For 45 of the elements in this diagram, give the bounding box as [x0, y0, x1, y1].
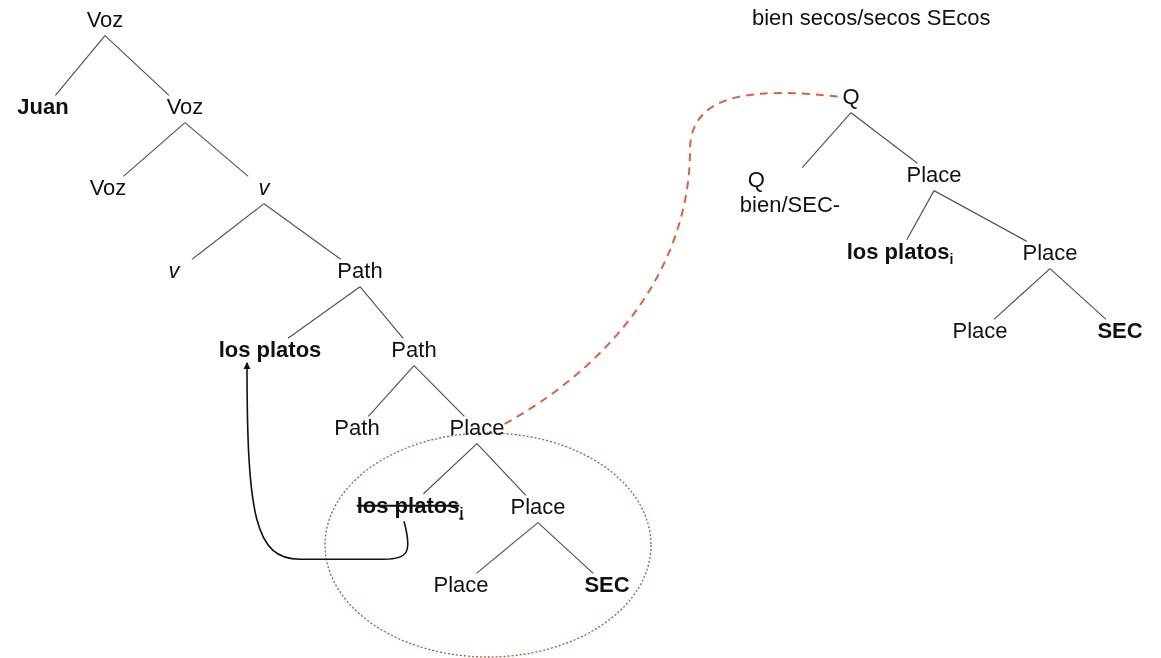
- tree-node-label: Place: [433, 572, 489, 598]
- heading-text: bien secos/secos SEcos: [752, 5, 991, 31]
- tree-branch-line: [54, 35, 106, 96]
- tree-branch-line: [413, 365, 465, 417]
- tree-branch-line: [1049, 268, 1107, 320]
- tree-branch-line: [906, 190, 935, 241]
- tree-branch-line: [801, 112, 852, 169]
- tree-branch-line: [104, 35, 170, 96]
- noun-phrase-label: los platos: [218, 337, 322, 363]
- tree-node-label: Voz: [86, 7, 124, 33]
- trace-label: los platos$_{i}$: [356, 492, 464, 522]
- tree-branch-line: [422, 443, 478, 495]
- tree-branch-line: [475, 522, 539, 574]
- tree-branch-line: [122, 122, 186, 177]
- tree-branch-line: [184, 122, 249, 177]
- root-label: SEC: [1097, 318, 1143, 344]
- tree-node-label: v: [168, 258, 180, 284]
- movement-arrow: [243, 361, 409, 561]
- morpheme-label: bien/SEC-: [739, 192, 841, 218]
- tree-node-label: Path: [337, 258, 383, 284]
- tree-node-label: Q: [746, 166, 766, 192]
- tree-node-label: Place: [510, 494, 566, 520]
- tree-node-label: Voz: [89, 175, 127, 201]
- tree-branch-line: [537, 522, 594, 574]
- tree-node-label: Q: [842, 84, 860, 110]
- tree-node-label: Path: [391, 337, 437, 363]
- tree-branch-line: [476, 443, 527, 496]
- noun-phrase-label: los platos$_{i}$: [846, 238, 954, 268]
- tree-branch-line: [263, 203, 342, 260]
- tree-branch-line: [359, 286, 404, 339]
- tree-node-label: Path: [334, 415, 380, 441]
- tree-node-label: Place: [1022, 240, 1078, 266]
- tree-branch-line: [993, 268, 1051, 320]
- tree-node-label: v: [258, 175, 270, 201]
- tree-branch-line: [933, 190, 1028, 242]
- tree-node-label: Place: [449, 415, 505, 441]
- tree-node-label: Place: [952, 318, 1008, 344]
- tree-branch-line: [287, 286, 361, 339]
- noun-phrase-label: Juan: [17, 94, 69, 120]
- tree-node-label: Place: [906, 162, 962, 188]
- tree-branch-line: [367, 365, 415, 417]
- root-label: SEC: [584, 572, 630, 598]
- tree-node-label: Voz: [166, 94, 204, 120]
- tree-branch-line: [191, 203, 265, 260]
- tree-branch-line: [850, 112, 918, 164]
